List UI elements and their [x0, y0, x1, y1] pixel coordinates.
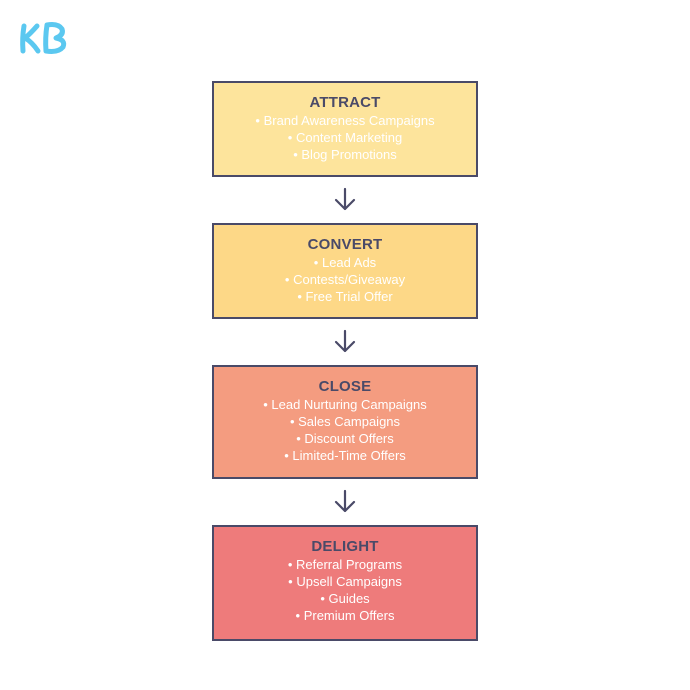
list-item: Lead Nurturing Campaigns: [214, 396, 476, 413]
arrow-down-icon: [334, 489, 356, 513]
stage-convert: CONVERT Lead Ads Contests/Giveaway Free …: [212, 223, 478, 319]
funnel-diagram: ATTRACT Brand Awareness Campaigns Conten…: [212, 81, 478, 641]
list-item: Referral Programs: [214, 556, 476, 573]
arrow-down-icon: [334, 329, 356, 353]
list-item: Brand Awareness Campaigns: [214, 112, 476, 129]
stage-close: CLOSE Lead Nurturing Campaigns Sales Cam…: [212, 365, 478, 479]
stage-title: CLOSE: [318, 378, 372, 395]
kb-logo: KB: [20, 22, 67, 54]
list-item: Premium Offers: [214, 607, 476, 624]
arrow-down-icon: [334, 187, 356, 211]
stage-attract: ATTRACT Brand Awareness Campaigns Conten…: [212, 81, 478, 177]
list-item: Blog Promotions: [214, 146, 476, 163]
flow-arrow: [212, 319, 478, 365]
list-item: Guides: [214, 590, 476, 607]
list-item: Limited-Time Offers: [214, 447, 476, 464]
stage-items: Referral Programs Upsell Campaigns Guide…: [214, 556, 476, 624]
list-item: Discount Offers: [214, 430, 476, 447]
list-item: Contests/Giveaway: [214, 271, 476, 288]
stage-title: CONVERT: [307, 236, 383, 253]
stage-title: ATTRACT: [309, 94, 381, 111]
list-item: Sales Campaigns: [214, 413, 476, 430]
list-item: Upsell Campaigns: [214, 573, 476, 590]
stage-items: Brand Awareness Campaigns Content Market…: [214, 112, 476, 163]
list-item: Lead Ads: [214, 254, 476, 271]
list-item: Content Marketing: [214, 129, 476, 146]
stage-items: Lead Ads Contests/Giveaway Free Trial Of…: [214, 254, 476, 305]
flow-arrow: [212, 479, 478, 525]
list-item: Free Trial Offer: [214, 288, 476, 305]
stage-delight: DELIGHT Referral Programs Upsell Campaig…: [212, 525, 478, 641]
stage-items: Lead Nurturing Campaigns Sales Campaigns…: [214, 396, 476, 464]
flow-arrow: [212, 177, 478, 223]
stage-title: DELIGHT: [311, 538, 379, 555]
